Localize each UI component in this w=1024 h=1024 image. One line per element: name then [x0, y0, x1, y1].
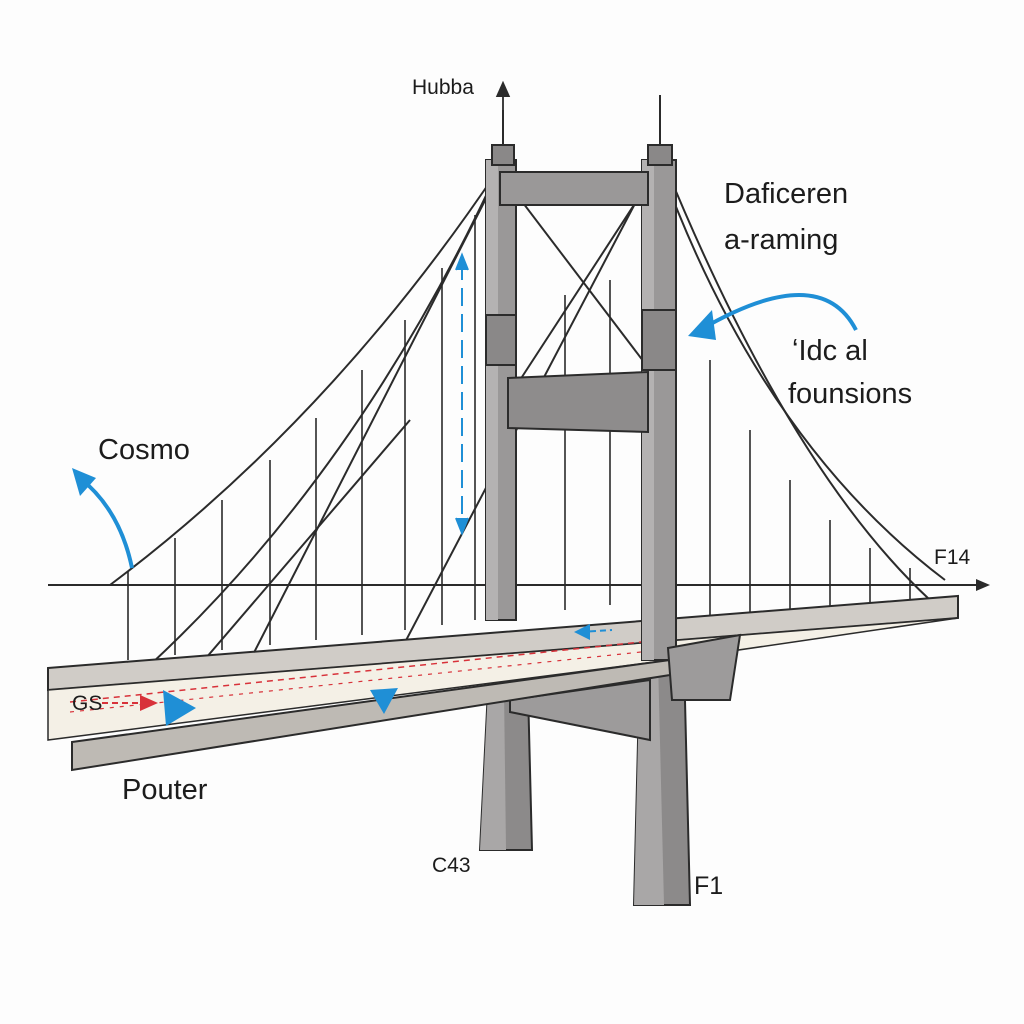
top-cross-beam: [499, 171, 649, 206]
label-gs: GS: [72, 692, 103, 715]
middle-cross-beam: [507, 370, 649, 434]
cosmo-arrow: [78, 476, 134, 569]
label-f1: F1: [694, 872, 724, 900]
deck-marker-left: [163, 690, 196, 726]
label-pouter: Pouter: [122, 774, 208, 806]
label-f14: F14: [934, 546, 971, 569]
right-tower: [641, 95, 677, 661]
deck-flow-arrowhead: [574, 624, 590, 640]
cosmo-arrowhead: [72, 468, 96, 496]
right-force-arrow: [698, 293, 858, 332]
label-a-raming: a-raming: [724, 224, 839, 256]
deck-marker-mid: [370, 688, 398, 714]
label-cosmo: Cosmo: [98, 434, 190, 466]
axis-arrowhead: [976, 579, 990, 591]
left-tower-base: [478, 689, 534, 851]
deck-anchor: [666, 633, 742, 701]
label-daficeren: Daficeren: [724, 178, 849, 210]
right-force-arrowhead: [688, 310, 716, 340]
label-c43: C43: [432, 854, 471, 877]
main-cables: [109, 164, 946, 701]
label-hubba: Hubba: [412, 76, 474, 99]
tower-height-dimension: [455, 252, 469, 536]
hangers: [127, 215, 911, 660]
label-idc-al: ʻIdc al: [792, 335, 868, 367]
label-founsions: founsions: [788, 378, 913, 410]
